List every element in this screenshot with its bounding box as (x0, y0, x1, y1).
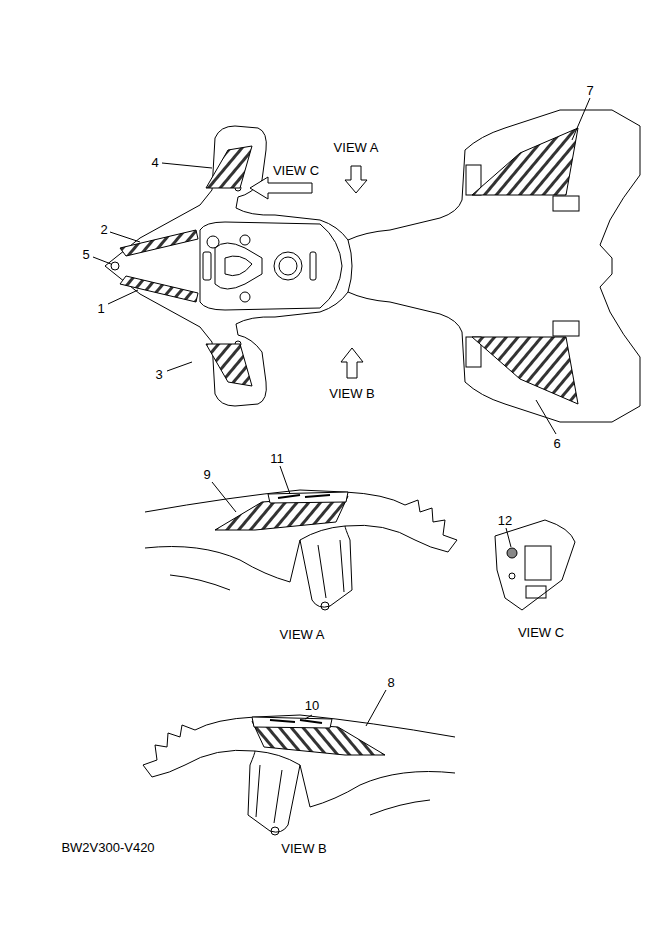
callout-number: 9 (201, 467, 212, 482)
callout-number: 4 (149, 155, 160, 170)
callout-number: 8 (385, 675, 396, 690)
view-label: VIEW C (271, 163, 321, 178)
view-label: VIEW A (278, 627, 327, 642)
callout-number: 12 (496, 513, 514, 528)
callout-number: 1 (95, 301, 106, 316)
callout-number: 6 (551, 436, 562, 451)
callout-number: 3 (153, 367, 164, 382)
view-label: VIEW B (279, 841, 329, 856)
callout-number: 2 (98, 222, 109, 237)
callout-number: 7 (584, 83, 595, 98)
diagram-code: BW2V300-V420 (59, 840, 156, 855)
view-label: VIEW A (332, 140, 381, 155)
callout-number: 5 (80, 247, 91, 262)
view-label: VIEW C (516, 625, 566, 640)
callout-number: 11 (268, 451, 286, 466)
callout-number: 10 (303, 698, 321, 713)
view-label: VIEW B (327, 386, 377, 401)
